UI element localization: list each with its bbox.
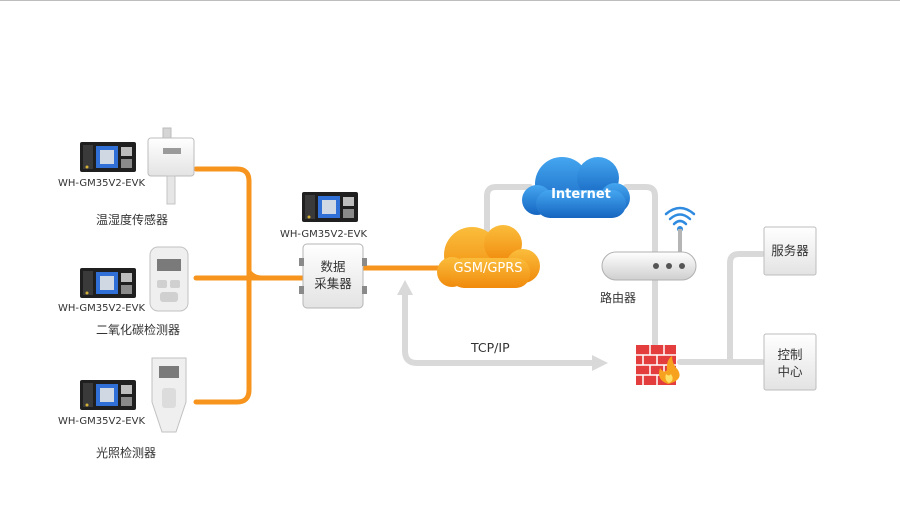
server-box bbox=[763, 226, 817, 276]
control-center-line1: 控制 bbox=[777, 347, 803, 362]
light-detector-image bbox=[80, 357, 187, 433]
orange-join bbox=[246, 269, 265, 281]
collector-module-label: WH-GM35V2-EVK bbox=[280, 229, 368, 240]
sensor-1-module-label: WH-GM35V2-EVK bbox=[58, 178, 146, 189]
control-center-line2: 中心 bbox=[777, 364, 803, 379]
gray-links bbox=[402, 184, 765, 366]
orange-bus bbox=[193, 166, 252, 405]
co2-detector-image bbox=[80, 246, 189, 312]
gsm-cloud-label: GSM/GPRS bbox=[453, 261, 523, 276]
firewall-icon bbox=[636, 345, 680, 385]
temp-humidity-sensor-image bbox=[80, 127, 195, 205]
gsm-cloud bbox=[437, 225, 540, 288]
link-gsm-internet bbox=[484, 184, 533, 243]
control-center-box bbox=[763, 333, 817, 391]
tcp-path bbox=[402, 287, 603, 366]
collector-label: 数据 采集器 bbox=[303, 258, 363, 292]
sensor-3-name: 光照检测器 bbox=[96, 446, 157, 460]
collector-label-line2: 采集器 bbox=[314, 276, 352, 291]
tcp-ip-label: TCP/IP bbox=[471, 340, 510, 355]
collector-module-image bbox=[302, 192, 358, 222]
sensor-3-module-label: WH-GM35V2-EVK bbox=[58, 416, 146, 427]
orange-links bbox=[193, 166, 443, 405]
router-label: 路由器 bbox=[600, 291, 637, 305]
internet-cloud bbox=[522, 157, 630, 218]
link-firewall-server bbox=[727, 251, 765, 365]
wifi-icon bbox=[664, 206, 696, 226]
link-internet-router bbox=[623, 184, 658, 255]
data-collector-box bbox=[299, 243, 367, 309]
tcp-arrow-up bbox=[397, 280, 413, 295]
tcp-arrow-right bbox=[592, 355, 608, 371]
router-icon bbox=[601, 251, 697, 281]
sensor-2-name: 二氧化碳检测器 bbox=[96, 323, 181, 337]
router-antenna bbox=[678, 229, 682, 255]
internet-cloud-label: Internet bbox=[551, 187, 611, 202]
collector-label-line1: 数据 bbox=[320, 259, 346, 274]
top-divider bbox=[0, 0, 900, 1]
sensor-2-module-label: WH-GM35V2-EVK bbox=[58, 303, 146, 314]
control-center-label: 控制 中心 bbox=[764, 346, 816, 380]
sensor-1-name: 温湿度传感器 bbox=[96, 213, 169, 227]
server-label: 服务器 bbox=[771, 243, 809, 258]
